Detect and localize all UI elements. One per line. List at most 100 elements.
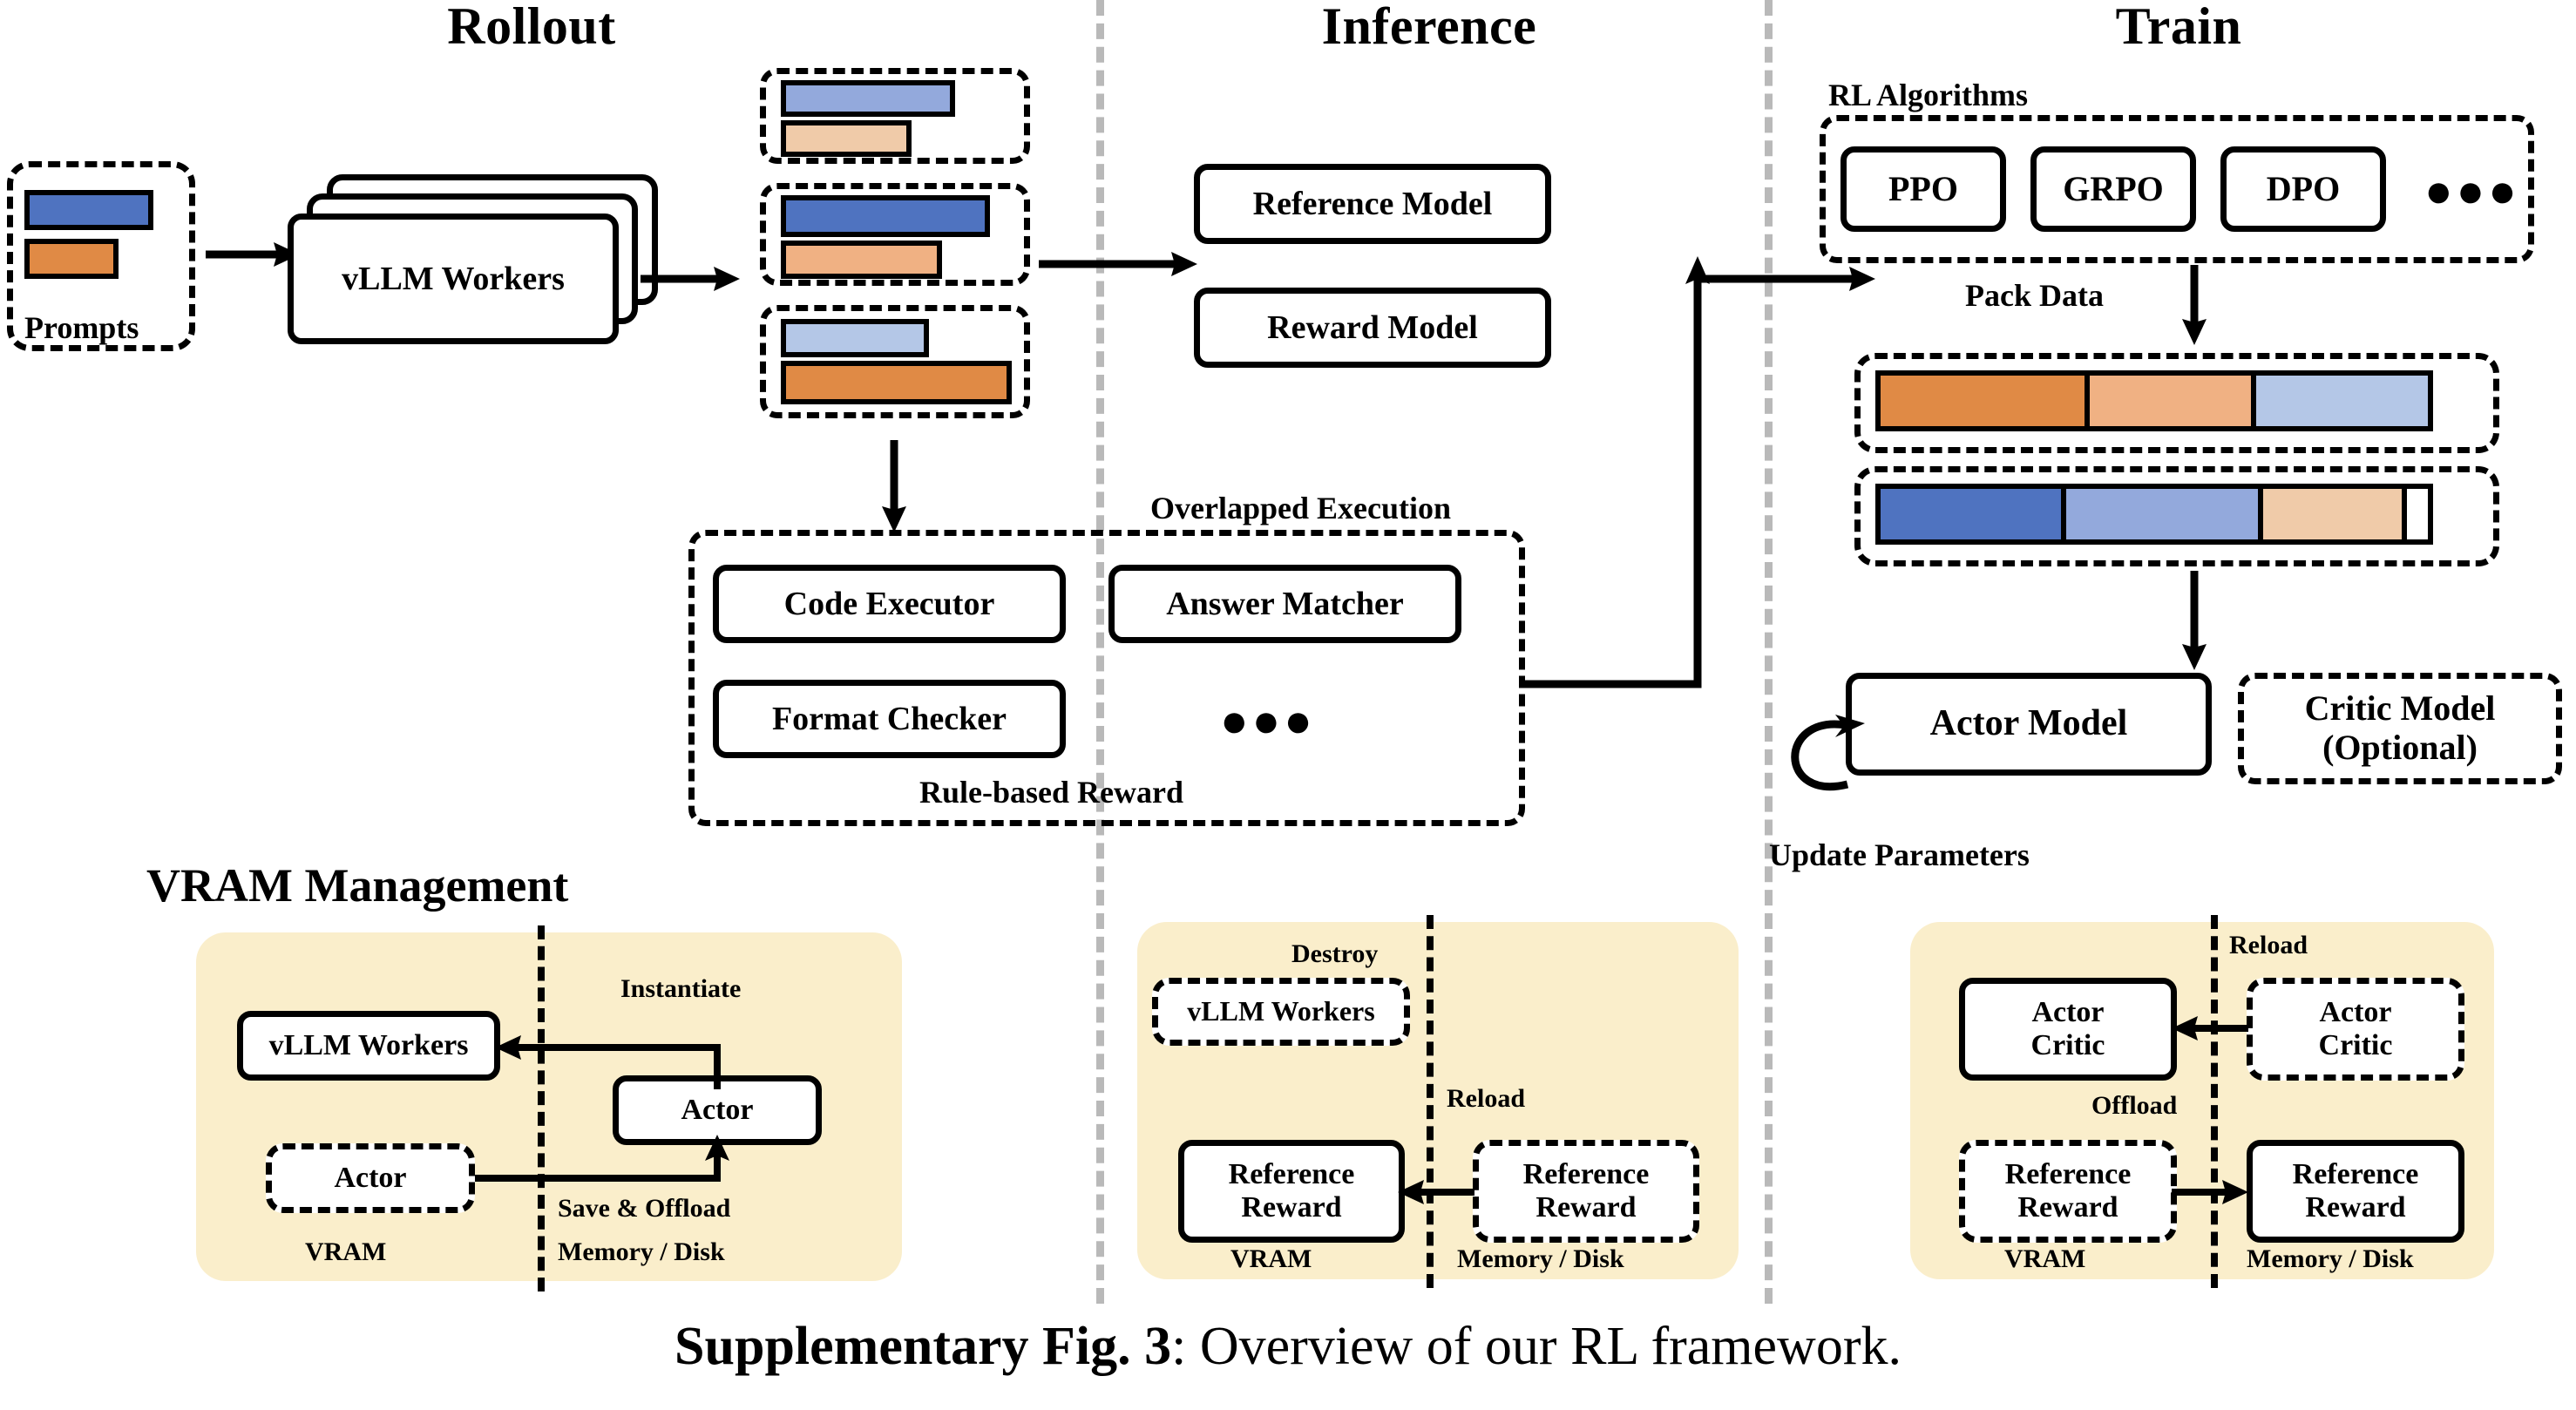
code-executor-box[interactable]: Code Executor [713, 565, 1066, 643]
vram-train-actor-critic-vram-line2: Critic [2030, 1029, 2105, 1061]
vram-train-actor-critic-disk-box[interactable]: Actor Critic [2247, 978, 2464, 1081]
vram-train-reference-reward-disk-box[interactable]: Reference Reward [2247, 1140, 2464, 1243]
rollout-output-bar-2-0 [781, 319, 929, 357]
packed-bar-1-segment-0 [1881, 489, 2067, 539]
arrow-algorithms-to-packed [2182, 265, 2207, 345]
section-divider-inference-train [1765, 0, 1773, 1304]
rollout-output-bar-0-0 [781, 80, 955, 117]
rollout-output-bar-2-1 [781, 361, 1012, 404]
packed-bar-1 [1875, 484, 2433, 545]
vram-train-reload-arrow [2172, 1016, 2248, 1041]
reference-model-box[interactable]: Reference Model [1194, 164, 1551, 244]
code-executor-label: Code Executor [783, 585, 995, 622]
vram-inference-vllm-workers-box[interactable]: vLLM Workers [1152, 978, 1410, 1046]
algorithm-ppo-box[interactable]: PPO [1840, 146, 2006, 232]
vram-train-actor-critic-vram-box[interactable]: Actor Critic [1959, 978, 2177, 1081]
vllm-workers-card-front[interactable]: vLLM Workers [288, 214, 619, 344]
packed-bar-1-segment-2 [2263, 489, 2407, 539]
actor-model-box[interactable]: Actor Model [1846, 673, 2212, 776]
vram-inference-reference-reward-disk-line2: Reward [1535, 1191, 1637, 1224]
section-divider-rollout-inference [1096, 0, 1104, 1304]
answer-matcher-label: Answer Matcher [1166, 585, 1404, 622]
arrow-outputs-to-inference [1039, 252, 1197, 276]
vram-inference-reference-reward-vram-line2: Reward [1241, 1191, 1342, 1224]
arrow-update-parameters-loop [1791, 715, 1865, 790]
vram-rollout-instantiate-arrow [495, 1035, 721, 1089]
prompts-label: Prompts [24, 310, 139, 345]
rollout-output-group-2 [760, 305, 1030, 418]
vram-inference-zone-vram: VRAM [1230, 1244, 1312, 1273]
vram-rollout-actor-offloaded-box[interactable]: Actor [266, 1143, 475, 1213]
vram-rollout-vllm-workers-label: vLLM Workers [268, 1028, 469, 1061]
algorithms-more-ellipsis: ●●● [2424, 165, 2520, 217]
vram-management-title: VRAM Management [146, 859, 569, 912]
vram-train-offload-label: Offload [2091, 1091, 2178, 1120]
algorithm-dpo-box[interactable]: DPO [2220, 146, 2386, 232]
packed-row-group-1 [1854, 466, 2499, 566]
critic-model-box[interactable]: Critic Model (Optional) [2238, 673, 2562, 784]
vram-rollout-save-offload-label: Save & Offload [558, 1194, 731, 1223]
algorithm-grpo-box[interactable]: GRPO [2030, 146, 2196, 232]
rl-algorithms-label: RL Algorithms [1828, 78, 2029, 112]
vram-rollout-zone-memory: Memory / Disk [558, 1237, 725, 1266]
vram-train-actor-critic-vram-line1: Actor [2031, 995, 2105, 1028]
vram-train-reference-reward-disk-line1: Reference [2292, 1157, 2419, 1190]
rule-based-reward-label: Rule-based Reward [919, 775, 1183, 810]
vram-inference-reference-reward-disk-box[interactable]: Reference Reward [1473, 1140, 1699, 1243]
vram-inference-reload-label: Reload [1447, 1084, 1525, 1113]
figure-caption-rest: : Overview of our RL framework. [1171, 1317, 1901, 1376]
packed-bar-0 [1875, 370, 2433, 431]
vram-train-reference-reward-vram-box[interactable]: Reference Reward [1959, 1140, 2177, 1243]
vram-rollout-actor-offloaded-label: Actor [334, 1161, 407, 1194]
packed-bar-0-segment-1 [2090, 376, 2256, 426]
vram-inference-destroy-label: Destroy [1291, 939, 1379, 968]
rollout-output-group-0 [760, 68, 1030, 164]
prompt-bar-1 [24, 239, 119, 279]
format-checker-label: Format Checker [771, 700, 1007, 737]
prompts-group [7, 161, 195, 351]
vram-inference-reference-reward-vram-line1: Reference [1228, 1157, 1355, 1190]
arrow-outputs-to-reward [882, 440, 906, 532]
format-checker-box[interactable]: Format Checker [713, 680, 1066, 758]
vram-panel-rollout-divider [538, 925, 545, 1291]
rollout-output-bar-1-1 [781, 241, 942, 279]
algorithm-ppo-label: PPO [1888, 168, 1958, 208]
vram-inference-reload-arrow [1398, 1180, 1474, 1204]
reward-more-ellipsis: ●●● [1220, 695, 1316, 747]
figure-caption: Supplementary Fig. 3: Overview of our RL… [0, 1316, 2576, 1378]
vram-train-actor-critic-disk-line1: Actor [2319, 995, 2392, 1028]
arrow-workers-to-outputs [641, 267, 740, 291]
arrow-prompts-to-workers [206, 242, 300, 267]
vram-inference-zone-memory: Memory / Disk [1457, 1244, 1624, 1273]
vllm-workers-label: vLLM Workers [342, 260, 565, 297]
update-parameters-label: Update Parameters [1769, 837, 2030, 872]
vram-train-reload-label: Reload [2229, 931, 2308, 959]
pack-data-label: Pack Data [1965, 278, 2104, 313]
vram-rollout-instantiate-label: Instantiate [620, 974, 742, 1003]
stage-title-rollout: Rollout [447, 0, 616, 55]
packed-bar-1-segment-1 [2066, 489, 2263, 539]
rollout-output-bar-0-1 [781, 120, 912, 157]
algorithm-grpo-label: GRPO [2063, 168, 2164, 208]
vram-rollout-zone-vram: VRAM [305, 1237, 387, 1266]
vram-panel-inference-divider [1427, 915, 1434, 1288]
vram-rollout-save-offload-arrow [475, 1135, 729, 1182]
vram-inference-reference-reward-vram-box[interactable]: Reference Reward [1178, 1140, 1405, 1243]
vram-train-reference-reward-disk-line2: Reward [2305, 1191, 2406, 1224]
reward-model-box[interactable]: Reward Model [1194, 288, 1551, 368]
vram-inference-reference-reward-disk-line1: Reference [1522, 1157, 1650, 1190]
reward-model-label: Reward Model [1267, 308, 1478, 346]
packed-bar-0-segment-2 [2255, 376, 2428, 426]
critic-model-label-line2: (Optional) [2322, 728, 2478, 767]
vram-train-zone-memory: Memory / Disk [2247, 1244, 2414, 1273]
vram-train-actor-critic-disk-line2: Critic [2318, 1029, 2393, 1061]
rule-based-reward-group [688, 530, 1525, 826]
answer-matcher-box[interactable]: Answer Matcher [1108, 565, 1461, 643]
stage-title-train: Train [2115, 0, 2242, 55]
figure-caption-bold: Supplementary Fig. 3 [675, 1317, 1172, 1376]
overlapped-execution-label: Overlapped Execution [1150, 491, 1452, 525]
prompt-bar-0 [24, 190, 153, 230]
vram-rollout-actor-loaded-label: Actor [681, 1093, 754, 1126]
vram-rollout-vllm-workers-box[interactable]: vLLM Workers [237, 1011, 500, 1081]
